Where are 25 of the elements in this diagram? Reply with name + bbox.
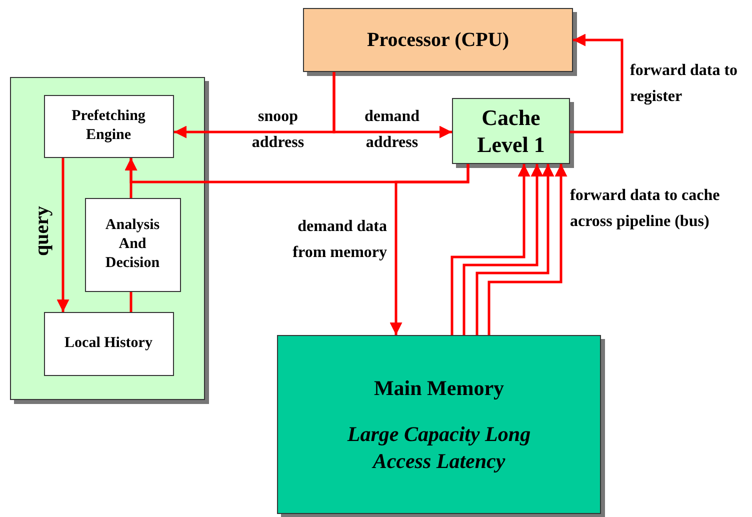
node-label: Cache Level 1: [476, 104, 546, 158]
arrow: [488, 164, 568, 335]
edge-label: query: [32, 206, 52, 256]
node-label: Analysis And Decision: [104, 216, 161, 273]
process-box: [84, 198, 180, 292]
arrow: [390, 164, 470, 335]
arrow: [56, 158, 70, 312]
arrow: [450, 164, 530, 335]
node-label: Large Capacity Long Access Latency: [346, 421, 532, 474]
edge-label: forward data to register: [630, 61, 739, 107]
node-label: Prefetching Engine: [70, 107, 146, 145]
process-box: [44, 312, 174, 376]
arrow: [174, 72, 336, 138]
edge-label: demand address: [363, 107, 421, 153]
node-label: Local History: [64, 334, 152, 353]
edge-label: snoop address: [250, 107, 306, 153]
process-box: [44, 94, 174, 158]
arrow: [570, 34, 624, 134]
arrow: [476, 164, 554, 335]
node-label: Main Memory: [374, 375, 504, 402]
arrow: [124, 158, 138, 198]
edge-label: forward data to cache across pipeline (bus): [570, 186, 720, 232]
arrow: [462, 164, 544, 335]
edge-label: demand data from memory: [292, 217, 387, 263]
node-label: Processor (CPU): [367, 28, 509, 52]
